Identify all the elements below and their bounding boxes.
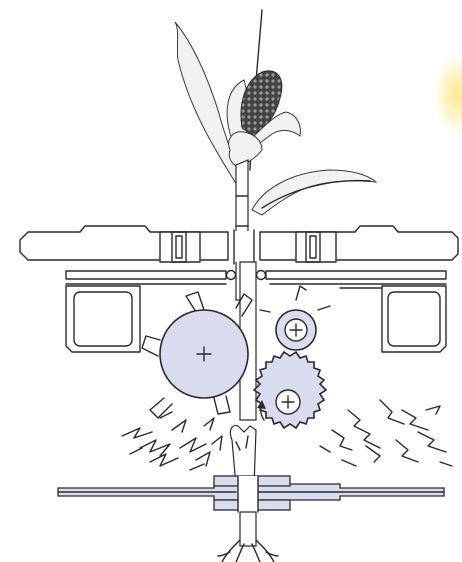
gatherer-right — [260, 226, 458, 260]
stalk-roll-large — [142, 292, 252, 418]
background-glow — [434, 55, 462, 135]
leaf-right — [252, 170, 376, 215]
frame-right — [382, 286, 446, 352]
gathering-chain — [20, 226, 458, 264]
debris-right — [320, 400, 452, 466]
stalk-roll-small — [260, 286, 330, 350]
frame-left — [66, 286, 140, 352]
stubble-and-roots — [218, 512, 278, 562]
debris-left — [122, 412, 222, 470]
plate-end-left — [227, 271, 236, 280]
plate-end-right — [257, 271, 266, 280]
deck-plate — [58, 476, 444, 512]
chopping-rotor — [254, 352, 326, 428]
